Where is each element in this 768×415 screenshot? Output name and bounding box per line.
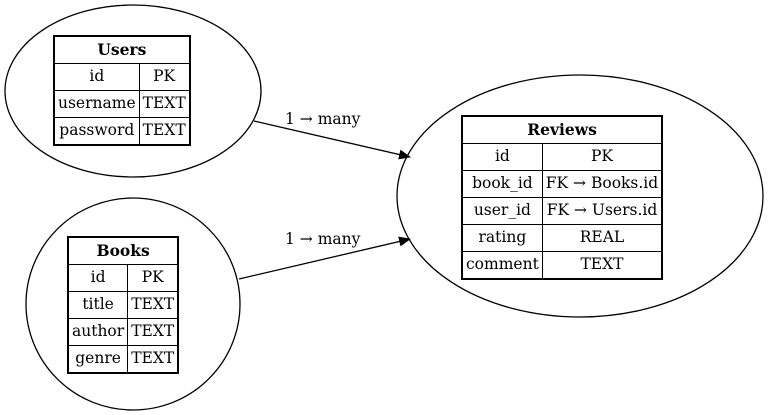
field-type: TEXT <box>541 251 663 280</box>
books-entity-table: Books id PK title TEXT author TEXT genre… <box>67 236 180 374</box>
table-row: username TEXT <box>53 90 191 118</box>
reviews-entity-title: Reviews <box>461 115 663 144</box>
field-name: id <box>53 63 140 91</box>
users-node-ellipse <box>4 4 262 178</box>
books-node-ellipse <box>25 197 241 411</box>
field-type: TEXT <box>138 90 191 118</box>
table-row: author TEXT <box>67 318 179 346</box>
field-name: password <box>53 117 140 146</box>
reviews-entity-table: Reviews id PK book_id FK → Books.id user… <box>461 115 664 280</box>
table-row: genre TEXT <box>67 345 179 374</box>
field-name: username <box>53 90 140 118</box>
field-type: TEXT <box>138 117 191 146</box>
field-type: TEXT <box>127 345 179 374</box>
table-row: comment TEXT <box>461 251 663 280</box>
edge-books-reviews <box>238 236 411 280</box>
table-row: password TEXT <box>53 117 191 146</box>
field-name: comment <box>461 251 543 280</box>
edge-users-reviews <box>253 120 411 160</box>
field-type: REAL <box>541 224 663 252</box>
field-name: author <box>67 318 129 346</box>
reviews-node-ellipse <box>396 74 764 318</box>
field-type: FK → Books.id <box>541 170 663 198</box>
field-type: FK → Users.id <box>541 197 663 225</box>
field-name: title <box>67 291 129 319</box>
field-name: book_id <box>461 170 543 198</box>
field-type: PK <box>541 143 663 171</box>
table-row: id PK <box>67 264 179 292</box>
edge-label-users-reviews: 1 → many <box>285 110 361 128</box>
books-entity-title: Books <box>67 236 179 265</box>
field-type: PK <box>127 264 179 292</box>
table-row: user_id FK → Users.id <box>461 197 663 225</box>
table-row: book_id FK → Books.id <box>461 170 663 198</box>
table-row: title TEXT <box>67 291 179 319</box>
field-name: genre <box>67 345 129 374</box>
table-row: rating REAL <box>461 224 663 252</box>
field-name: rating <box>461 224 543 252</box>
edge-label-books-reviews: 1 → many <box>285 230 361 248</box>
table-row: id PK <box>53 63 191 91</box>
table-row: id PK <box>461 143 663 171</box>
field-name: user_id <box>461 197 543 225</box>
field-type: TEXT <box>127 291 179 319</box>
field-name: id <box>67 264 129 292</box>
field-type: TEXT <box>127 318 179 346</box>
field-name: id <box>461 143 543 171</box>
users-entity-title: Users <box>53 35 191 64</box>
field-type: PK <box>138 63 191 91</box>
users-entity-table: Users id PK username TEXT password TEXT <box>53 35 191 146</box>
